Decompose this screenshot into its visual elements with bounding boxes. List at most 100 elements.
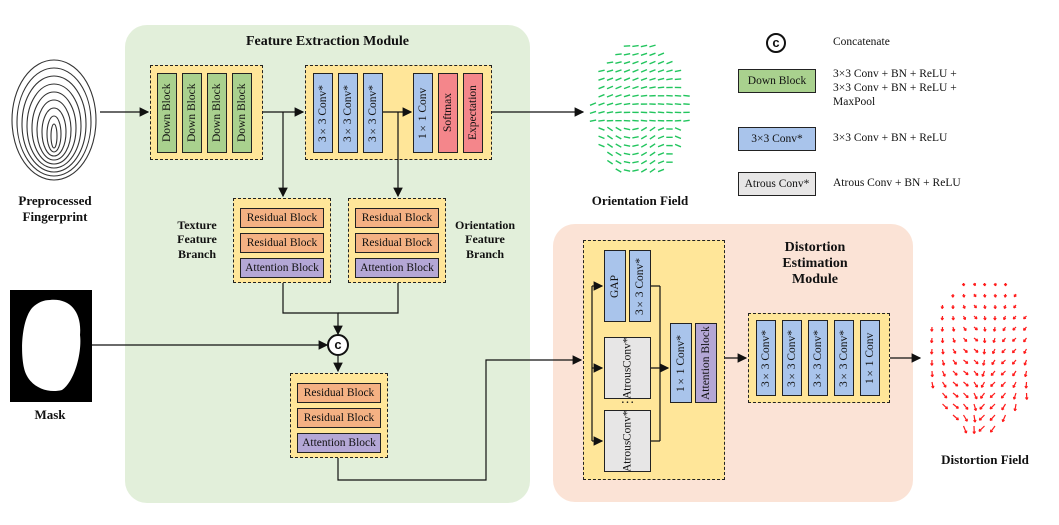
- mask-shape: [22, 299, 81, 392]
- legend-conv-text: 3×3 Conv + BN + ReLU: [833, 132, 948, 144]
- orientation-dash: [657, 86, 665, 89]
- distortion-arrow-head: [983, 317, 987, 321]
- distortion-arrow-head: [1003, 283, 1008, 287]
- orientation-field-image: [589, 44, 690, 173]
- texture-residual-1: Residual Block: [240, 208, 324, 228]
- orientation-dash: [589, 119, 597, 123]
- distortion-arrow-head: [1011, 350, 1015, 354]
- distortion-arrow-head: [965, 360, 969, 365]
- orientation-dash: [666, 78, 673, 81]
- distortion-arrow-head: [982, 340, 987, 344]
- orientation-dash: [674, 103, 682, 106]
- orientation-dash: [640, 77, 648, 81]
- orientation-dash: [598, 119, 605, 122]
- legend-concat-symbol: c: [772, 35, 780, 50]
- distortion-arrow-head: [993, 306, 997, 310]
- orientation-dash: [657, 77, 665, 81]
- orientation-dash: [649, 168, 656, 173]
- distortion-arrow-head: [980, 395, 984, 399]
- distortion-arrow-head: [989, 406, 993, 410]
- distortion-arrow-head: [930, 374, 935, 378]
- legend-concat-circle: [766, 33, 786, 53]
- distortion-arrow-head: [1024, 397, 1029, 400]
- orientation-dash: [674, 127, 682, 131]
- orientation-dash: [657, 168, 665, 173]
- texture-branch-label: Texture Feature Branch: [177, 218, 217, 261]
- distortion-arrow-head: [1011, 361, 1016, 365]
- orientation-dash: [632, 94, 639, 98]
- distortion-arrow-head: [951, 294, 955, 298]
- distortion-arrow-head: [973, 419, 977, 423]
- distortion-arrow-head: [978, 428, 982, 432]
- distortion-arrow-head: [929, 351, 934, 355]
- distortion-arrow-head: [944, 395, 948, 399]
- distortion-arrow-head: [974, 316, 978, 320]
- distortion-arrow-head: [930, 328, 934, 332]
- orientation-dash: [657, 135, 665, 140]
- distortion-arrow-head: [964, 349, 968, 353]
- distortion-arrow-head: [972, 431, 976, 434]
- distortion-arrow-head: [931, 385, 935, 389]
- distortion-arrow-head: [953, 350, 957, 354]
- distortion-arrow-head: [940, 328, 945, 332]
- orientation-dash: [640, 126, 648, 132]
- distortion-arrow: [962, 425, 967, 434]
- orientation-dash: [606, 85, 614, 90]
- orientation-dash: [649, 77, 656, 81]
- fusion-residual-1: Residual Block: [297, 383, 381, 403]
- fingerprint-image: [11, 59, 97, 181]
- orientation-dash: [674, 94, 682, 97]
- distortion-arrow-head: [993, 294, 997, 298]
- orientation-dash: [615, 85, 622, 90]
- distortion-arrow-head: [1000, 372, 1004, 376]
- distortion-arrow-head: [989, 395, 993, 399]
- distortion-arrow-head: [940, 306, 945, 310]
- orientation-dash: [640, 151, 648, 157]
- distortion-arrow-head: [1000, 383, 1004, 388]
- distortion-arrow-head: [974, 396, 978, 400]
- distortion-arrow-head: [979, 406, 983, 410]
- orientation-dash: [615, 143, 622, 148]
- distortion-arrow-head: [975, 372, 979, 376]
- distortion-arrow-head: [964, 418, 968, 422]
- orientation-dash: [623, 77, 631, 82]
- distortion-arrow-head: [975, 361, 979, 365]
- orientation-dash: [606, 61, 614, 64]
- distortion-arrow-head: [944, 406, 949, 410]
- orientation-dash: [649, 86, 656, 89]
- distortion-arrow-head: [1012, 396, 1017, 400]
- distortion-arrow-head: [982, 294, 987, 298]
- distortion-arrow-head: [941, 351, 945, 355]
- orientation-dash: [683, 119, 690, 122]
- distortion-arrow-head: [955, 394, 959, 398]
- distortion-arrow-head: [982, 351, 987, 355]
- orientation-dash: [615, 160, 622, 165]
- concat-symbol: c: [334, 337, 342, 352]
- distortion-arrow-head: [1023, 316, 1027, 320]
- distortion-arrow-head: [1001, 419, 1005, 423]
- distortion-arrow-head: [962, 317, 967, 321]
- distortion-arrow-head: [953, 361, 957, 365]
- distortion-arrow-head: [1012, 316, 1016, 320]
- distortion-arrow-head: [965, 395, 969, 399]
- distortion-arrow-head: [973, 408, 978, 412]
- orientation-dash: [657, 160, 665, 165]
- orientation-dash: [674, 135, 682, 140]
- distortion-arrow: [963, 403, 969, 410]
- orientation-dash: [632, 77, 639, 82]
- orientation-dash: [649, 119, 656, 122]
- orientation-dash: [606, 111, 614, 114]
- orientation-dash: [657, 69, 665, 73]
- distortion-arrow-head: [955, 405, 959, 409]
- orientation-dash: [606, 102, 614, 106]
- orientation-dash: [606, 159, 614, 165]
- orientation-dash: [623, 85, 631, 90]
- orientation-dash: [598, 143, 605, 148]
- orientation-branch-label: Orientation Feature Branch: [455, 218, 515, 261]
- orientation-dash: [615, 53, 622, 56]
- orientation-dash: [615, 135, 622, 140]
- distortion-arrow-head: [991, 362, 995, 366]
- distortion-arrow-head: [951, 328, 956, 332]
- fusion-residual-2: Residual Block: [297, 408, 381, 428]
